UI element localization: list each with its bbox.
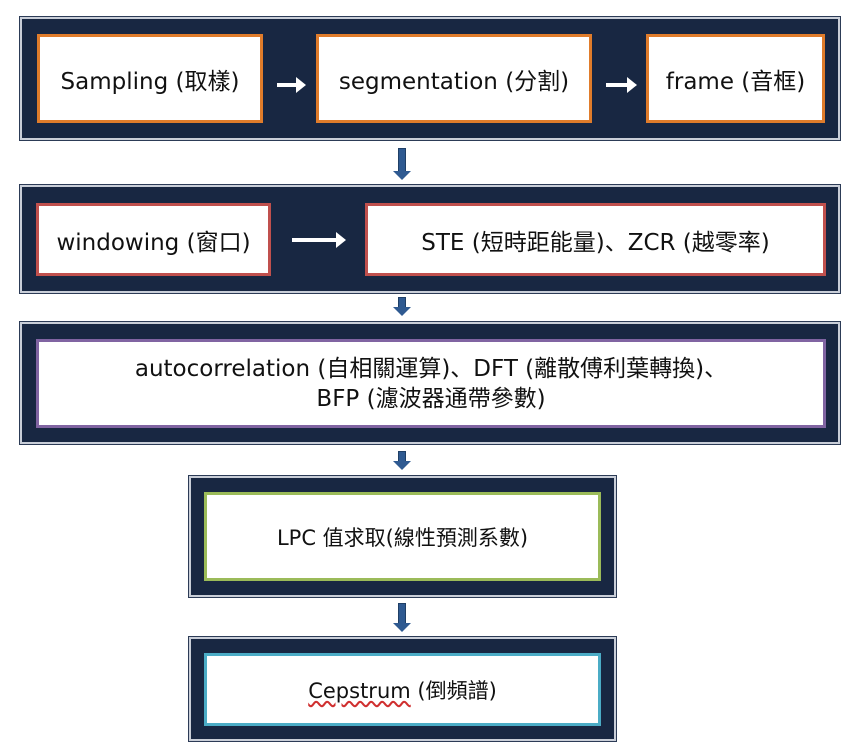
autocorrelation-box: autocorrelation (自相關運算)、DFT (離散傅利葉轉換)、 B… — [36, 339, 826, 428]
sampling-box: Sampling (取樣) — [37, 34, 263, 123]
autocorrelation-line-2: BFP (濾波器通帶參數) — [316, 385, 546, 412]
arrow-sampling-to-segmentation — [277, 77, 306, 93]
ste-zcr-box: STE (短時距能量)、ZCR (越零率) — [365, 203, 826, 276]
arrow-segmentation-to-frame — [606, 77, 637, 93]
frame-box: frame (音框) — [646, 34, 825, 123]
windowing-label: windowing (窗口) — [56, 229, 251, 256]
segmentation-box: segmentation (分割) — [316, 34, 592, 123]
lpc-label: LPC 值求取(線性預測系數) — [276, 525, 529, 550]
segmentation-label: segmentation (分割) — [338, 68, 570, 95]
arrow-down-2 — [393, 297, 411, 317]
sampling-label: Sampling (取樣) — [60, 68, 240, 95]
cepstrum-suffix: (倒頻譜) — [410, 678, 497, 703]
lpc-box: LPC 值求取(線性預測系數) — [204, 492, 601, 581]
arrow-down-3 — [393, 451, 411, 471]
arrow-windowing-to-ste — [292, 232, 346, 248]
ste-zcr-label: STE (短時距能量)、ZCR (越零率) — [421, 229, 770, 256]
frame-label: frame (音框) — [665, 68, 806, 95]
cepstrum-word: Cepstrum — [308, 678, 411, 703]
arrow-down-4 — [393, 603, 411, 633]
cepstrum-label: Cepstrum (倒頻譜) — [308, 675, 497, 705]
arrow-down-1 — [393, 148, 411, 181]
cepstrum-box: Cepstrum (倒頻譜) — [204, 653, 601, 726]
windowing-box: windowing (窗口) — [36, 203, 271, 276]
autocorrelation-line-1: autocorrelation (自相關運算)、DFT (離散傅利葉轉換)、 — [134, 355, 728, 382]
